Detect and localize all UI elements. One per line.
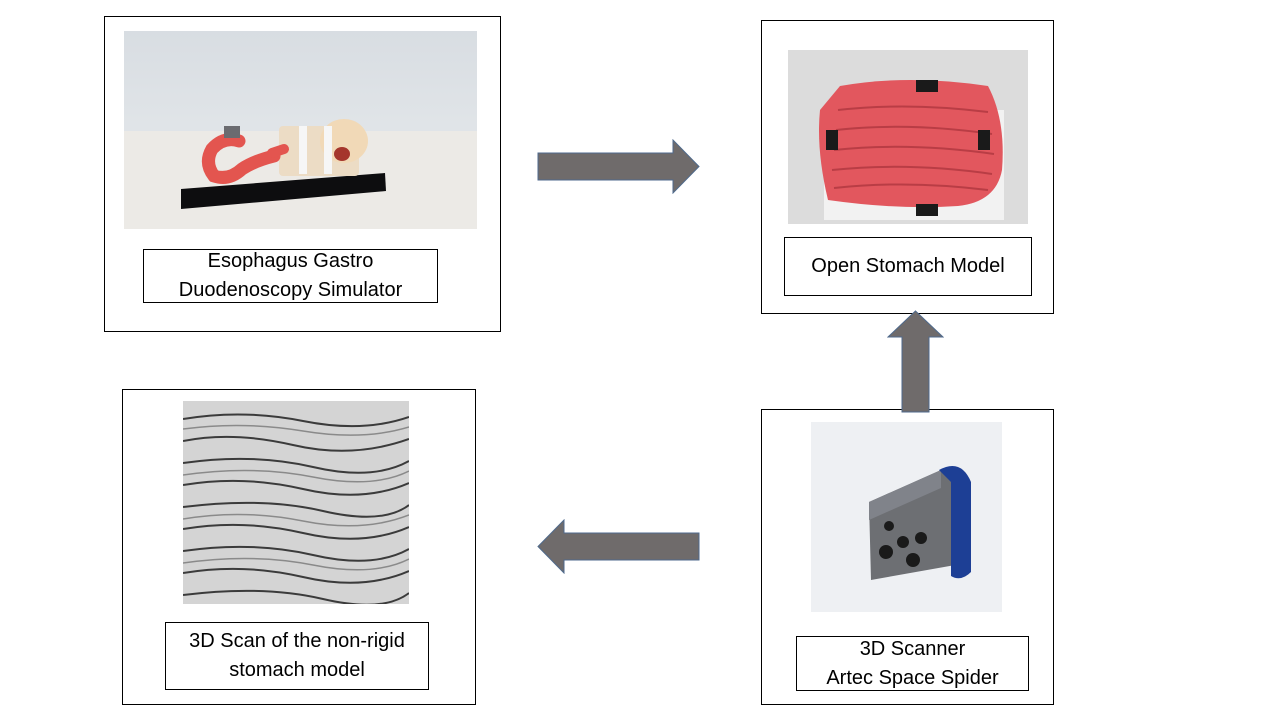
scanner-caption: 3D Scanner Artec Space Spider	[796, 636, 1029, 691]
arrow-simulator-to-stomach	[537, 139, 700, 194]
stomach-photo	[788, 50, 1028, 224]
scanner-caption-line-1: 3D Scanner	[859, 637, 966, 660]
simulator-caption-line-1: Esophagus Gastro	[207, 250, 374, 272]
scan-photo	[183, 401, 409, 604]
stomach-caption-line-1: Open Stomach Model	[811, 255, 1005, 277]
scanner-photo	[811, 422, 1002, 612]
scan-caption-line-2: stomach model	[229, 659, 365, 681]
simulator-caption: Esophagus Gastro Duodenoscopy Simulator	[143, 249, 438, 303]
scan-caption: 3D Scan of the non-rigid stomach model	[165, 622, 429, 690]
node-open-stomach: Open Stomach Model	[761, 20, 1054, 314]
node-simulator: Esophagus Gastro Duodenoscopy Simulator	[104, 16, 501, 332]
arrow-scanner-to-scan	[537, 519, 700, 574]
arrow-scanner-to-stomach	[887, 310, 944, 413]
stomach-caption: Open Stomach Model	[784, 237, 1032, 296]
node-3d-scanner: 3D Scanner Artec Space Spider	[761, 409, 1054, 705]
scan-caption-line-1: 3D Scan of the non-rigid	[189, 630, 405, 652]
simulator-caption-line-2: Duodenoscopy Simulator	[178, 279, 403, 301]
node-3d-scan-result: 3D Scan of the non-rigid stomach model	[122, 389, 476, 705]
simulator-photo	[124, 31, 477, 229]
scanner-caption-line-2: Artec Space Spider	[826, 666, 999, 689]
